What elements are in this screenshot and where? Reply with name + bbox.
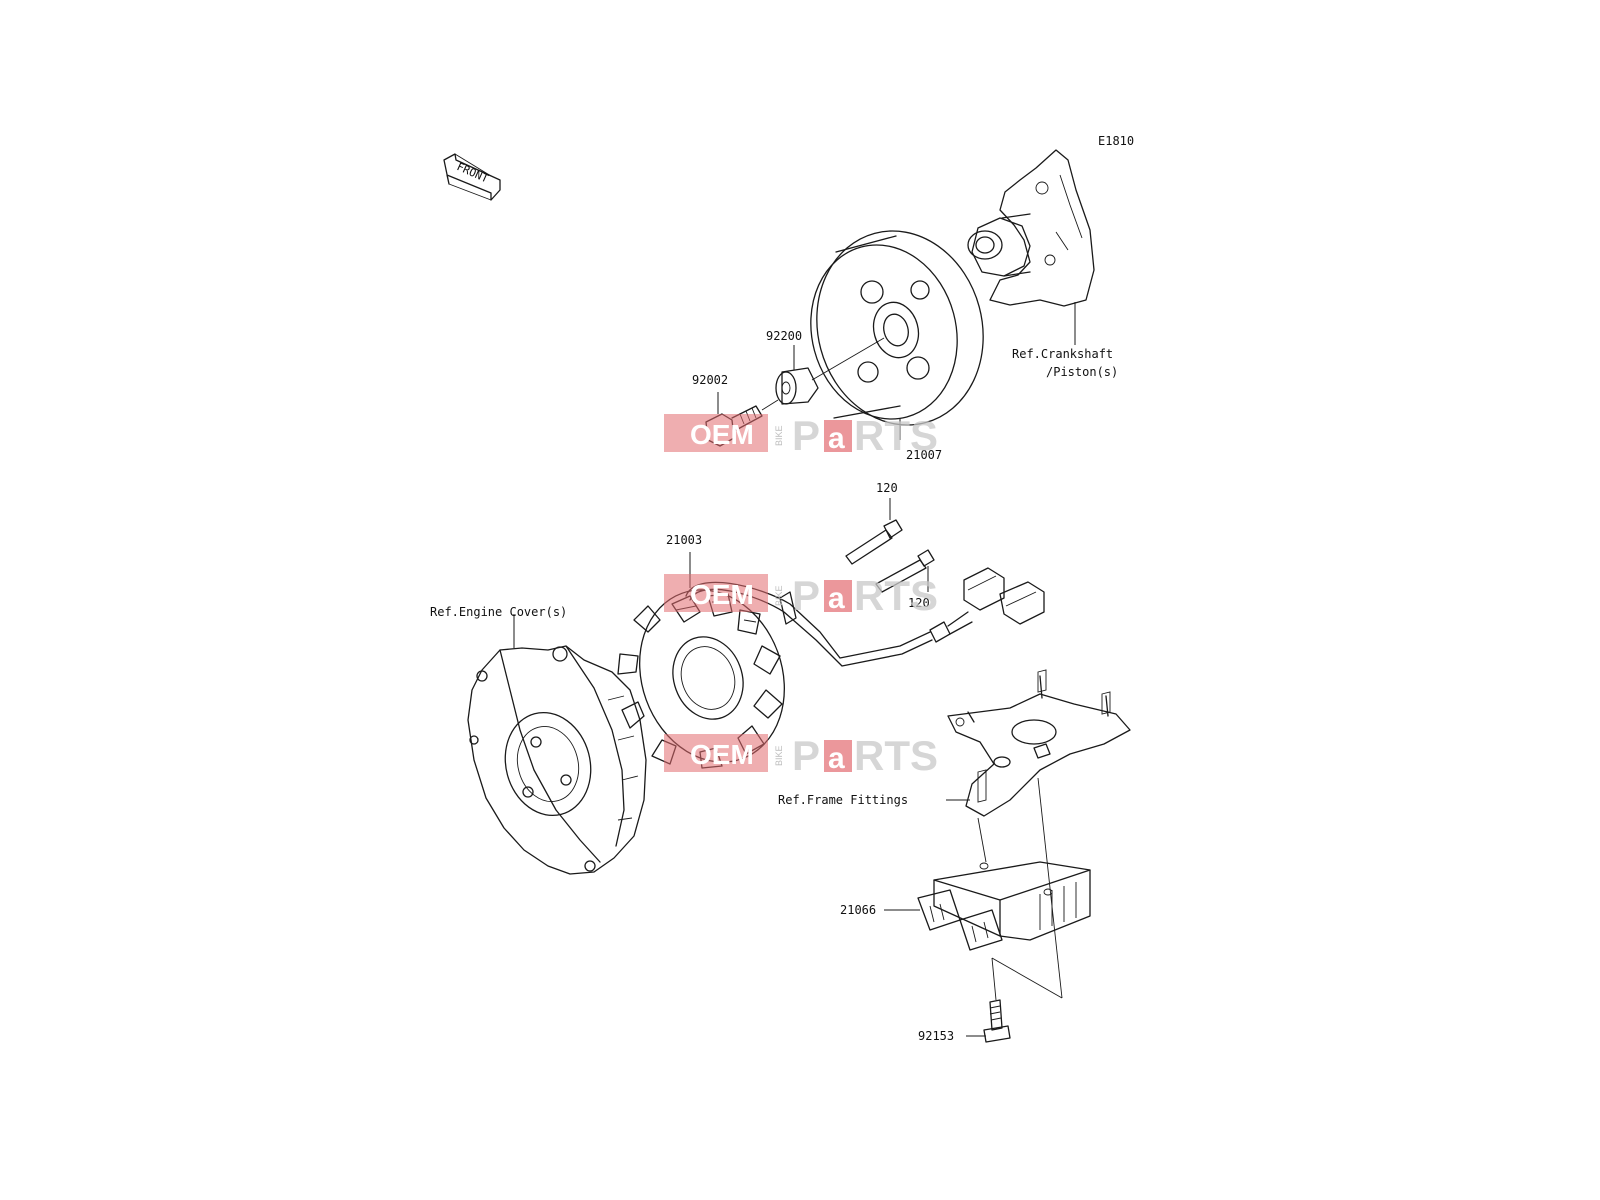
svg-text:OEM: OEM xyxy=(690,739,754,770)
ref-engine-cover-label: Ref.Engine Cover(s) xyxy=(430,605,567,619)
ref-crankshaft-label: Ref.Crankshaft xyxy=(1012,347,1113,361)
svg-text:RTS: RTS xyxy=(854,732,938,779)
svg-text:BIKE: BIKE xyxy=(774,745,784,766)
svg-text:BIKE: BIKE xyxy=(774,585,784,606)
svg-text:P: P xyxy=(792,732,820,779)
ref-piston-label: /Piston(s) xyxy=(1046,365,1118,379)
crankshaft-drawing xyxy=(967,149,1095,307)
part-92200-label: 92200 xyxy=(766,329,802,343)
svg-text:RTS: RTS xyxy=(854,412,938,459)
ref-frame-fittings-label: Ref.Frame Fittings xyxy=(778,793,908,807)
svg-text:RTS: RTS xyxy=(854,572,938,619)
part-21066-label: 21066 xyxy=(840,903,876,917)
regulator-21066-drawing xyxy=(917,861,1091,951)
front-arrow-icon: FRONT xyxy=(443,153,501,201)
watermark-top: OEM BIKE P a RTS xyxy=(664,412,938,459)
frame-fittings-drawing xyxy=(947,669,1131,817)
svg-text:P: P xyxy=(792,572,820,619)
svg-text:a: a xyxy=(828,582,845,615)
engine-cover-drawing xyxy=(467,645,647,875)
svg-text:OEM: OEM xyxy=(690,579,754,610)
bolt-120-b-drawing xyxy=(875,549,935,593)
svg-text:a: a xyxy=(828,422,845,455)
watermark-middle: OEM BIKE P a RTS xyxy=(664,572,938,619)
part-120-a-label: 120 xyxy=(876,481,898,495)
washer-92200-drawing xyxy=(775,367,819,405)
svg-text:P: P xyxy=(792,412,820,459)
part-92153-label: 92153 xyxy=(918,1029,954,1043)
svg-text:BIKE: BIKE xyxy=(774,425,784,446)
bolt-120-a-drawing xyxy=(845,519,903,565)
svg-text:OEM: OEM xyxy=(690,419,754,450)
part-21003-label: 21003 xyxy=(666,533,702,547)
part-92002-label: 92002 xyxy=(692,373,728,387)
svg-text:a: a xyxy=(828,742,845,775)
front-marker-label: FRONT xyxy=(455,160,491,185)
diagram-code: E1810 xyxy=(1098,134,1134,148)
part-21007-label: 21007 xyxy=(906,448,942,462)
part-120-b-label: 120 xyxy=(908,596,930,610)
watermark-bottom: OEM BIKE P a RTS xyxy=(664,732,938,779)
rotor-21007-drawing xyxy=(810,230,984,426)
bolt-92153-drawing xyxy=(983,999,1011,1043)
